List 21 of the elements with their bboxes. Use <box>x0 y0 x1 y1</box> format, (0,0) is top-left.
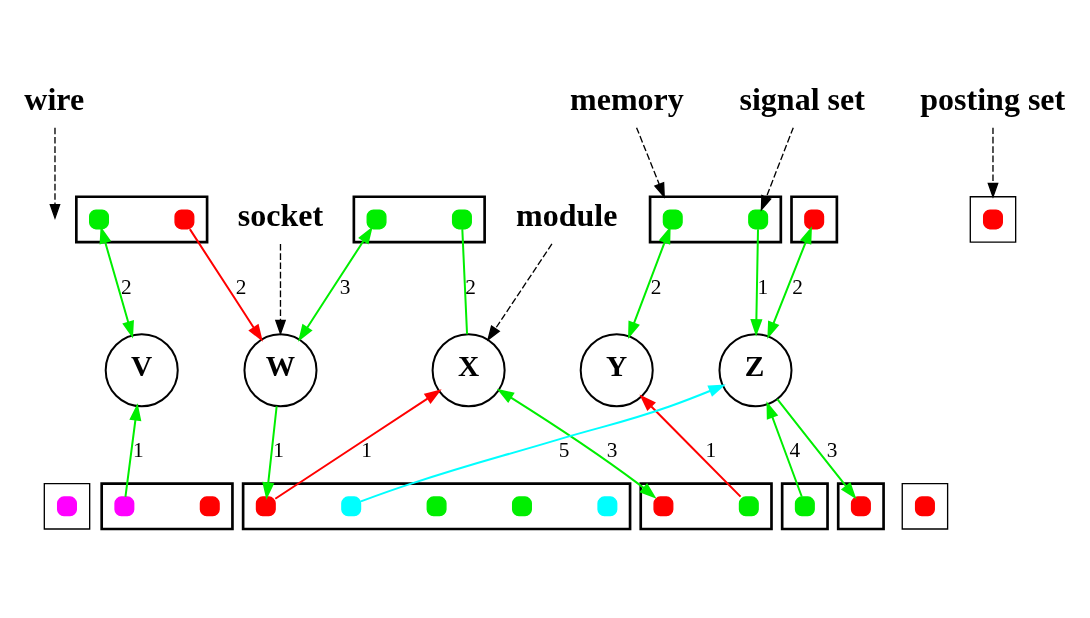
edge-label: 5 <box>558 437 570 462</box>
node-text: socket <box>237 196 324 233</box>
edge-label: 3 <box>606 437 618 462</box>
edge-label: 1 <box>273 437 284 462</box>
edge-label: 1 <box>757 274 769 299</box>
edge-label: 2 <box>650 274 662 299</box>
edge-label: 2 <box>792 274 803 299</box>
edge-label: 2 <box>465 274 476 299</box>
node-text: wire <box>24 80 85 117</box>
node-text: posting set <box>920 80 1066 117</box>
node-text: signal set <box>739 80 865 117</box>
edge-label: 1 <box>705 437 717 462</box>
edge-label: 1 <box>133 437 144 462</box>
edge-label: 4 <box>789 437 801 462</box>
node-text: module <box>515 196 618 233</box>
edge-label: 2 <box>235 274 247 299</box>
node-text: memory <box>570 80 684 117</box>
edge-label: 2 <box>121 274 132 299</box>
edge-label: 1 <box>361 437 372 462</box>
edge-label: 3 <box>826 437 838 462</box>
edge-label: 3 <box>339 274 351 299</box>
